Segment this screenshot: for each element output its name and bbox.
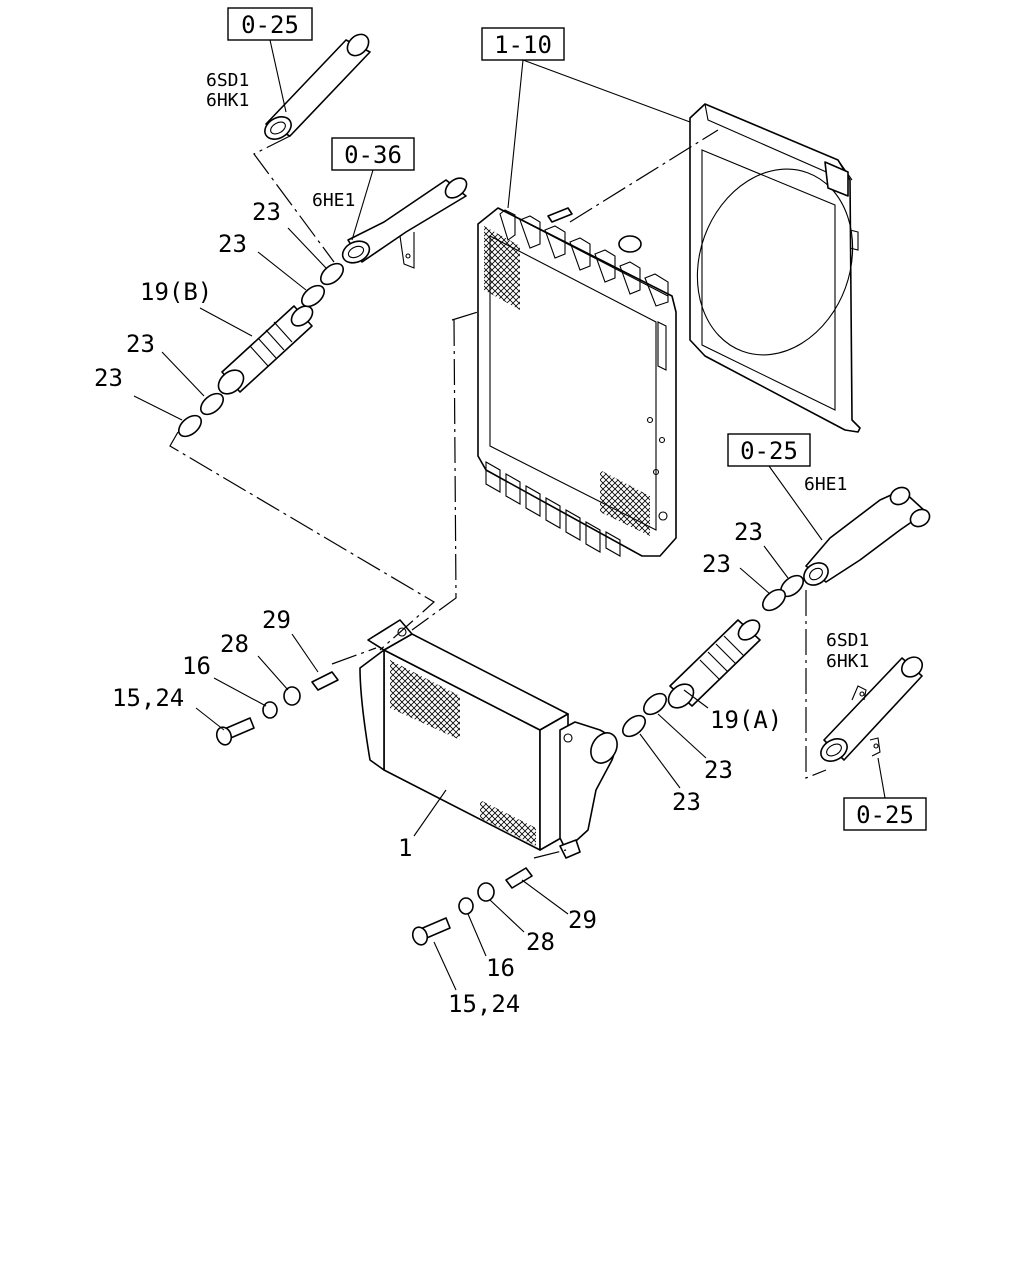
svg-text:0-25: 0-25 (740, 437, 798, 465)
ref-top-left: 0-25 (227, 7, 313, 41)
ref-top-mid: 0-36 (331, 137, 415, 171)
engine-label-right: 6HE1 (804, 474, 847, 495)
clamps-left (177, 262, 345, 438)
callout-23-c: 23 (126, 330, 155, 358)
ref-radiator: 1-10 (481, 27, 565, 61)
pipe-mid (341, 177, 468, 269)
hose-19a (667, 619, 761, 709)
engine-label-mid: 6HE1 (312, 190, 355, 211)
hose-19b (217, 305, 314, 395)
callout-23-h: 23 (672, 788, 701, 816)
engine-label-tl-1: 6SD1 (206, 70, 249, 91)
svg-text:0-36: 0-36 (344, 141, 402, 169)
svg-text:0-25: 0-25 (856, 801, 914, 829)
pipe-right-upper (803, 486, 931, 586)
callout-23-f: 23 (702, 550, 731, 578)
callout-19a: 19(A) (710, 706, 782, 734)
radiator-bottom-tank (485, 461, 621, 557)
callout-16-bot: 16 (486, 954, 515, 982)
radiator-top-tank (499, 209, 669, 307)
callout-15-24-top: 15,24 (112, 684, 184, 712)
ref-right-upper: 0-25 (727, 433, 811, 467)
center-lines (169, 129, 827, 859)
callout-23-e: 23 (734, 518, 763, 546)
engine-label-rl-1: 6SD1 (826, 630, 869, 651)
callout-23-b: 23 (218, 230, 247, 258)
svg-text:1-10: 1-10 (494, 31, 552, 59)
engine-label-tl-2: 6HK1 (206, 90, 249, 111)
callout-29-bot: 29 (568, 906, 597, 934)
clamps-right-upper (761, 574, 805, 612)
pipe-top-left (264, 33, 371, 140)
fasteners-top (215, 671, 339, 746)
radiator-cap (618, 235, 642, 253)
ref-right-lower: 0-25 (843, 797, 927, 831)
svg-text:0-25: 0-25 (241, 11, 299, 39)
callout-1: 1 (398, 834, 412, 862)
engine-label-rl-2: 6HK1 (826, 651, 869, 672)
callout-23-g: 23 (704, 756, 733, 784)
callout-28-bot: 28 (526, 928, 555, 956)
leader-lines (133, 39, 886, 991)
callout-16-top: 16 (182, 652, 211, 680)
callout-28-top: 28 (220, 630, 249, 658)
fan-shroud (689, 103, 861, 433)
callout-15-24-bot: 15,24 (448, 990, 520, 1018)
fasteners-bottom (411, 867, 533, 946)
callout-19b: 19(B) (140, 278, 212, 306)
callout-23-a: 23 (252, 198, 281, 226)
clamps-right-lower (621, 692, 668, 738)
pipe-right-lower (820, 656, 924, 762)
intercooler (359, 619, 618, 859)
radiator (477, 207, 677, 557)
callout-23-d: 23 (94, 364, 123, 392)
callout-29-top: 29 (262, 606, 291, 634)
